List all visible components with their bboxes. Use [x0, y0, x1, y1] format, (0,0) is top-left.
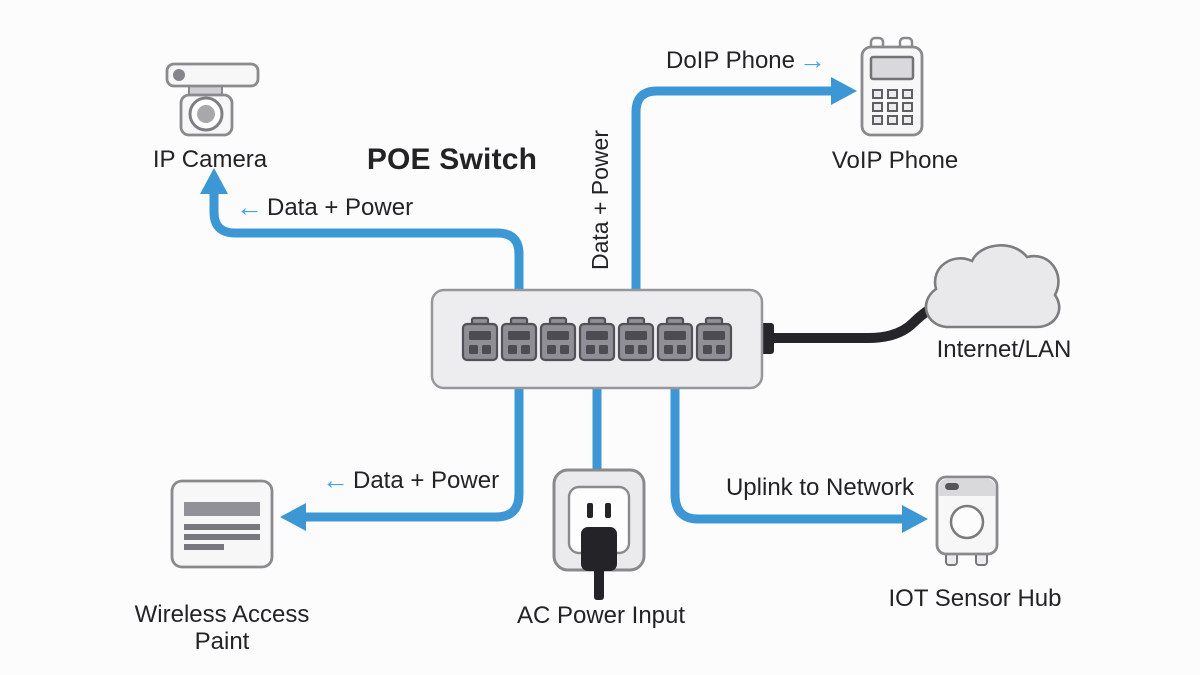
arrowhead-wap-left: [280, 503, 306, 531]
ethernet-port: [656, 316, 694, 362]
iot-sensor-hub-icon: [935, 475, 999, 566]
ethernet-port: [539, 316, 577, 362]
wire-wap: [303, 364, 524, 522]
wap-edge-label: ←Data + Power: [322, 465, 503, 495]
camera-edge-label-text: Data + Power: [267, 194, 414, 221]
ethernet-port: [617, 316, 655, 362]
wireless-access-point-label-line2: Paint: [194, 627, 250, 655]
uplink-label: Uplink to Network: [725, 474, 915, 501]
iot-hub-label: IOT Sensor Hub: [888, 585, 1062, 612]
voip-phone-label: VoIP Phone: [831, 147, 959, 174]
voip-phone-icon: [860, 36, 924, 137]
camera-edge-label: ←Data + Power: [236, 192, 417, 222]
right-arrow-icon: →: [799, 45, 826, 75]
arrowhead-phone-right: [831, 77, 857, 105]
ethernet-port: [500, 316, 538, 362]
ip-camera-icon: [165, 62, 260, 137]
ethernet-port: [578, 316, 616, 362]
poe-switch-title: POE Switch: [366, 143, 538, 176]
phone-edge-label: DoIP Phone→: [662, 45, 826, 75]
arrowhead-camera-up: [200, 168, 228, 194]
wireless-access-point-label: Wireless Access Paint: [134, 601, 310, 656]
left-arrow-icon: ←: [322, 465, 349, 495]
internet-label: Internet/LAN: [936, 336, 1072, 363]
ethernet-port: [695, 316, 733, 362]
internet-cloud-icon: [924, 244, 1061, 329]
phone-edge-label-text: DoIP Phone: [666, 47, 795, 74]
poe-switch-device: [430, 288, 764, 390]
left-arrow-icon: ←: [236, 192, 263, 222]
power-outlet-icon: [552, 468, 646, 600]
wire-phone: [631, 86, 835, 305]
wireless-access-point-label-line1: Wireless Access: [134, 601, 310, 628]
wireless-access-point-icon: [170, 479, 274, 569]
uplink-cable: [760, 301, 940, 354]
wap-edge-label-text: Data + Power: [353, 467, 500, 494]
wire-iot: [670, 377, 905, 524]
ac-power-label: AC Power Input: [516, 602, 686, 629]
phone-edge-vertical-label: Data + Power: [587, 130, 614, 270]
ethernet-port: [461, 316, 499, 362]
arrowhead-iot-right: [902, 505, 928, 533]
wire-camera: [209, 190, 524, 306]
ip-camera-label: IP Camera: [152, 146, 268, 173]
